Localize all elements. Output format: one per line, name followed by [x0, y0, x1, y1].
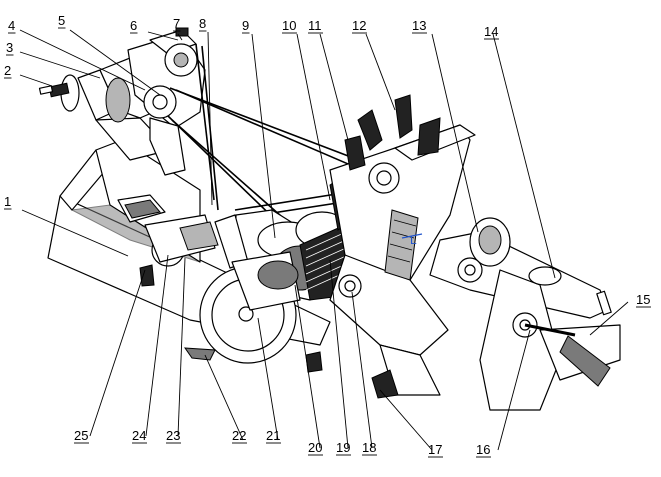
callout-label-15: 15 — [636, 292, 650, 307]
callout-label-6: 6 — [130, 18, 137, 33]
callout-label-3: 3 — [6, 40, 13, 55]
callout-label-1: 1 — [4, 194, 11, 209]
callout-label-25: 25 — [74, 428, 88, 443]
callout-label-14: 14 — [484, 24, 498, 39]
callout-label-23: 23 — [166, 428, 180, 443]
callout-label-11: 11 — [308, 18, 322, 33]
callout-label-19: 19 — [336, 440, 350, 455]
callout-label-10: 10 — [282, 18, 296, 33]
callout-label-9: 9 — [242, 18, 249, 33]
callout-label-4: 4 — [8, 18, 15, 33]
callout-label-5: 5 — [58, 13, 65, 28]
callout-label-7: 7 — [173, 16, 180, 31]
leader-lines — [19, 29, 629, 451]
callout-label-22: 22 — [232, 428, 246, 443]
feed-arm — [429, 217, 621, 411]
axis-marker-label: L — [410, 233, 417, 247]
wheel-assembly — [139, 214, 301, 364]
callout-label-24: 24 — [132, 428, 146, 443]
rotary-blades — [305, 94, 441, 399]
upper-gearbox — [127, 27, 206, 176]
callout-label-13: 13 — [412, 18, 426, 33]
callout-label-2: 2 — [4, 63, 11, 78]
callout-label-20: 20 — [308, 440, 322, 455]
callout-label-12: 12 — [352, 18, 366, 33]
callout-label-16: 16 — [476, 442, 490, 457]
callout-label-21: 21 — [266, 428, 280, 443]
callout-label-17: 17 — [428, 442, 442, 457]
callout-label-8: 8 — [199, 16, 206, 31]
callout-label-18: 18 — [362, 440, 376, 455]
